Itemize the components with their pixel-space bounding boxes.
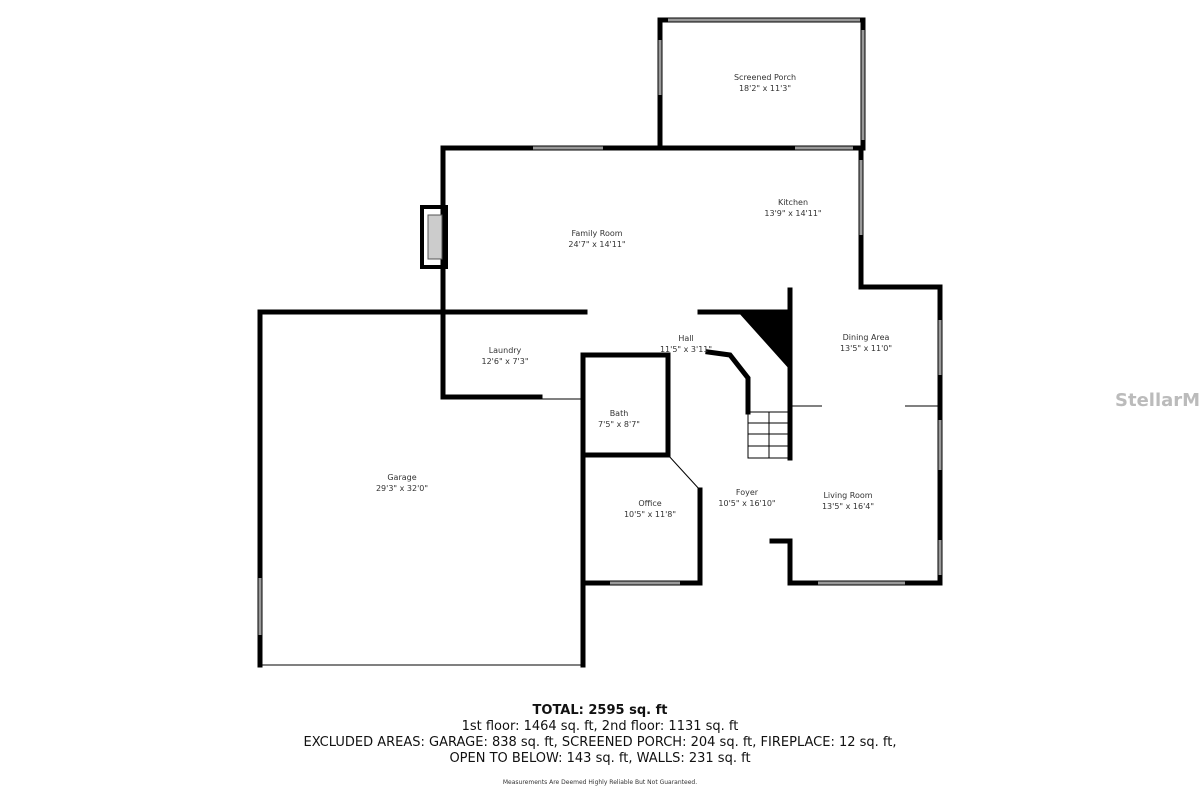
garage-left-top [257, 309, 588, 668]
fireplace-hearth-icon [427, 214, 443, 260]
room-name: Family Room [571, 229, 623, 238]
stairs [747, 411, 791, 459]
room-hall: Hall 11'5" x 3'11" [660, 333, 712, 355]
excluded-areas-cont: OPEN TO BELOW: 143 sq. ft, WALLS: 231 sq… [449, 751, 751, 766]
room-office: Office 10'5" x 11'8" [624, 498, 676, 520]
windows [258, 18, 942, 635]
room-kitchen: Kitchen 13'9" x 14'11" [764, 197, 821, 219]
room-size: 24'7" x 14'11" [568, 240, 626, 249]
room-screened-porch: Screened Porch 18'2" x 11'3" [734, 72, 796, 94]
total-area: TOTAL: 2595 sq. ft [532, 703, 668, 718]
room-garage: Garage 29'3" x 32'0" [376, 472, 428, 494]
kitchen-right-wall [769, 145, 943, 586]
room-name: Bath [609, 409, 629, 418]
room-size: 7'5" x 8'7" [598, 420, 640, 429]
room-living-room: Living Room 13'5" x 16'4" [822, 490, 874, 512]
room-bath: Bath 7'5" x 8'7" [598, 408, 640, 430]
room-name: Living Room [823, 491, 873, 500]
open-to-below [738, 312, 790, 370]
front-wall [580, 538, 703, 586]
room-name: Dining Area [842, 333, 890, 342]
room-size: 13'9" x 14'11" [764, 209, 822, 218]
room-name: Foyer [735, 488, 759, 497]
room-size: 13'5" x 11'0" [839, 344, 893, 353]
disclaimer: Measurements Are Deemed Highly Reliable … [502, 779, 698, 786]
area-summary: TOTAL: 2595 sq. ft 1st floor: 1464 sq. f… [0, 703, 1200, 791]
room-size: 13'5" x 16'4" [821, 502, 875, 511]
fireplace [420, 205, 448, 269]
room-name: Hall [678, 334, 694, 343]
room-name: Screened Porch [733, 73, 797, 82]
hall-inner-wall [705, 349, 751, 415]
room-size: 18'2" x 11'3" [738, 84, 792, 93]
excluded-areas: EXCLUDED AREAS: GARAGE: 838 sq. ft, SCRE… [303, 735, 897, 750]
office-door [667, 454, 701, 491]
room-family-room: Family Room 24'7" x 14'11" [568, 228, 625, 250]
room-foyer: Foyer 10'5" x 16'10" [718, 487, 775, 509]
walls [257, 17, 943, 668]
room-size: 10'5" x 16'10" [718, 499, 776, 508]
room-size: 29'3" x 32'0" [375, 484, 429, 493]
room-size: 11'5" x 3'11" [659, 345, 713, 354]
watermark: StellarMLS [1115, 390, 1200, 411]
room-name: Laundry [488, 346, 522, 355]
room-dining-area: Dining Area 13'5" x 11'0" [840, 332, 892, 354]
floor-areas: 1st floor: 1464 sq. ft, 2nd floor: 1131 … [461, 719, 739, 734]
room-name: Kitchen [777, 198, 809, 207]
room-size: 12'6" x 7'3" [481, 357, 529, 366]
room-name: Office [638, 499, 662, 508]
bath-walls [580, 352, 671, 458]
room-size: 10'5" x 11'8" [623, 510, 677, 519]
room-name: Garage [387, 473, 417, 482]
room-laundry: Laundry 12'6" x 7'3" [481, 345, 528, 367]
